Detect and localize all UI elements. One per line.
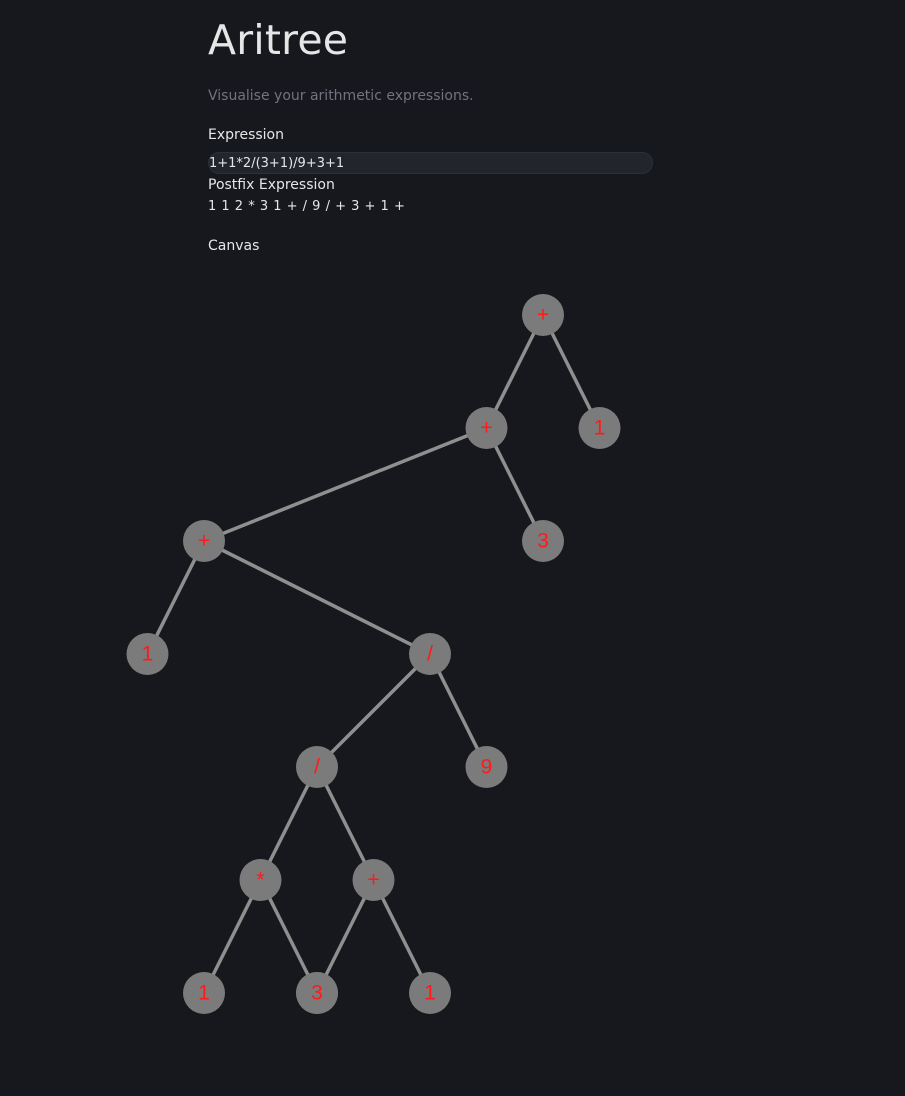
tree-node-label: 1: [198, 982, 210, 1005]
tree-edges: [145, 314, 602, 994]
tree-edge: [203, 426, 488, 543]
expression-input-wrapper: [208, 152, 653, 174]
tree-edge: [203, 539, 431, 656]
tree-node-circle: [296, 746, 338, 788]
tree-node-label: 9: [481, 756, 493, 779]
tree-node: +: [183, 520, 225, 562]
tree-edge: [315, 652, 432, 769]
tree-node-label: /: [314, 756, 320, 779]
tree-edge: [315, 879, 376, 994]
tree-node-label: /: [427, 643, 433, 666]
tree-node-label: *: [256, 869, 264, 892]
expression-label: Expression: [208, 127, 284, 143]
page-content: Aritree Visualise your arithmetic expres…: [208, 0, 668, 255]
tree-node-circle: [465, 746, 508, 788]
page-subtitle: Visualise your arithmetic expressions.: [208, 88, 474, 104]
tree-edge: [258, 879, 319, 994]
tree-node-circle: [578, 407, 621, 449]
page-title: Aritree: [208, 16, 349, 64]
tree-node-circle: [352, 859, 395, 901]
tree-edge: [428, 653, 489, 768]
tree-edge: [541, 314, 602, 429]
tree-node-label: 2: [311, 982, 323, 1005]
tree-edge: [371, 879, 432, 994]
tree-node: /: [409, 633, 451, 675]
postfix-value: 1 1 2 * 3 1 + / 9 / + 3 + 1 +: [208, 199, 406, 214]
tree-node-circle: [183, 972, 225, 1014]
tree-node: 1: [578, 407, 621, 449]
tree-node-circle: [409, 633, 451, 675]
tree-node: *: [239, 859, 282, 901]
tree-node-label: +: [198, 530, 210, 553]
tree-node-circle: [522, 294, 564, 336]
tree-node-circle: [183, 520, 225, 562]
tree-edge: [315, 766, 376, 881]
tree-edge: [202, 879, 263, 994]
tree-node: 2: [296, 972, 338, 1014]
postfix-label: Postfix Expression: [208, 177, 335, 193]
tree-node-circle: [465, 407, 508, 449]
tree-node: +: [522, 294, 564, 336]
tree-node-label: +: [537, 304, 549, 327]
tree-node-label: 1: [424, 982, 436, 1005]
tree-edge: [484, 427, 545, 542]
tree-node: /: [296, 746, 338, 788]
tree-node-label: 3: [537, 530, 549, 553]
expression-input[interactable]: [209, 153, 652, 173]
tree-node: 1: [126, 633, 169, 675]
tree-node-label: 1: [594, 417, 606, 440]
tree-edge: [484, 314, 545, 429]
tree-node-label: 3: [311, 982, 323, 1005]
tree-node: 1: [183, 972, 225, 1014]
tree-nodes: + + +1 / / * 1 2 +3 1 9 3 1: [126, 294, 621, 1014]
tree-node-circle: [296, 972, 338, 1014]
tree-node-label: +: [480, 417, 492, 440]
tree-edge: [145, 540, 206, 655]
tree-node-circle: [296, 972, 338, 1014]
tree-node-label: +: [367, 869, 379, 892]
tree-node-label: 1: [142, 643, 154, 666]
tree-node: +: [465, 407, 508, 449]
tree-node-circle: [239, 859, 282, 901]
tree-node: 3: [522, 520, 564, 562]
tree-node-circle: [522, 520, 564, 562]
tree-node: 9: [465, 746, 508, 788]
canvas-label: Canvas: [208, 238, 260, 254]
tree-node: 3: [296, 972, 338, 1014]
tree-edge: [258, 766, 319, 881]
tree-node: 1: [409, 972, 451, 1014]
tree-node-circle: [126, 633, 169, 675]
tree-node-circle: [409, 972, 451, 1014]
tree-node: +: [352, 859, 395, 901]
